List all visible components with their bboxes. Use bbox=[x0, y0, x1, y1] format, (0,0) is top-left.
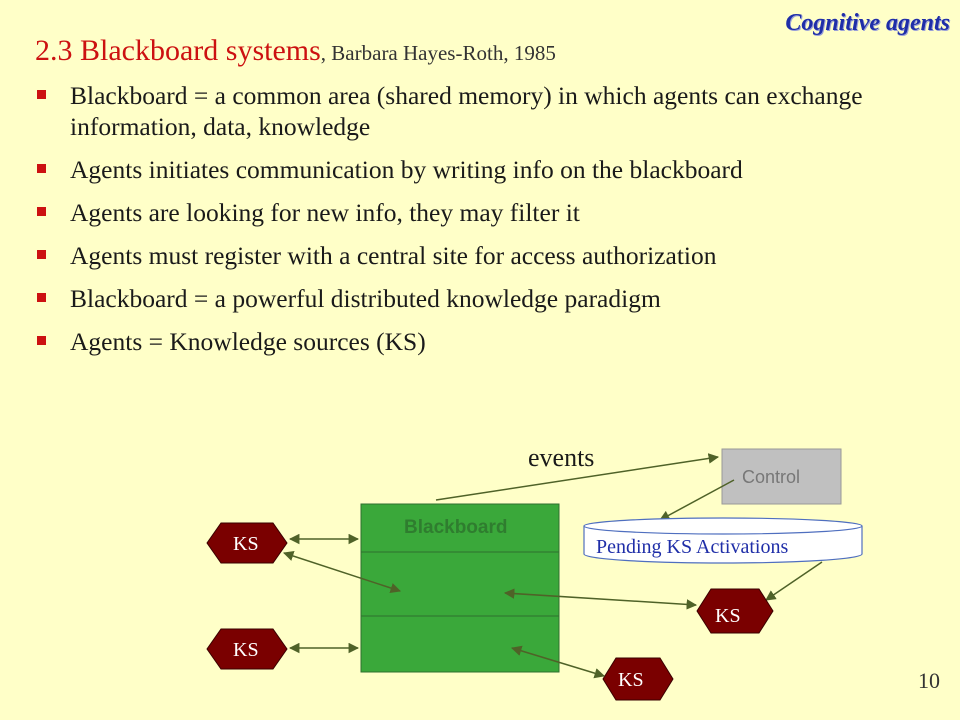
bullet-square-icon bbox=[37, 336, 46, 345]
pending-ks-activations: Pending KS Activations bbox=[583, 517, 863, 564]
title-subtitle: , Barbara Hayes-Roth, 1985 bbox=[320, 41, 556, 65]
ks-label: KS bbox=[233, 533, 259, 555]
bullet-item: Agents = Knowledge sources (KS) bbox=[34, 326, 914, 357]
bullet-item: Agents are looking for new info, they ma… bbox=[34, 197, 914, 228]
ks-blackboard-arrow bbox=[283, 550, 401, 594]
ks-node: KS bbox=[602, 657, 674, 701]
bullet-text: Agents are looking for new info, they ma… bbox=[70, 198, 580, 227]
page-number: 10 bbox=[918, 668, 940, 693]
bullet-text: Agents = Knowledge sources (KS) bbox=[70, 327, 426, 356]
bullet-square-icon bbox=[37, 207, 46, 216]
bullet-text: Agents initiates communication by writin… bbox=[70, 155, 743, 184]
slide-title: 2.3 Blackboard systems, Barbara Hayes-Ro… bbox=[35, 34, 556, 68]
ks-blackboard-arrow bbox=[510, 645, 606, 679]
ks-blackboard-arrow bbox=[503, 588, 698, 610]
ks-label: KS bbox=[233, 639, 259, 661]
bullet-item: Agents initiates communication by writin… bbox=[34, 154, 914, 185]
bullet-text: Agents must register with a central site… bbox=[70, 241, 717, 270]
ks-node: KS bbox=[696, 588, 774, 634]
events-arrow bbox=[435, 453, 720, 501]
ks-label: KS bbox=[715, 605, 741, 627]
control-box bbox=[721, 448, 842, 505]
bullet-square-icon bbox=[37, 250, 46, 259]
bullet-item: Agents must register with a central site… bbox=[34, 240, 914, 271]
header-tag: Cognitive agents bbox=[785, 10, 950, 36]
events-label: events bbox=[528, 443, 594, 472]
bullet-item: Blackboard = a powerful distributed know… bbox=[34, 283, 914, 314]
ks-label: KS bbox=[618, 669, 644, 691]
title-main: 2.3 Blackboard systems bbox=[35, 34, 321, 67]
bullet-square-icon bbox=[37, 90, 46, 99]
pending-label: Pending KS Activations bbox=[596, 536, 788, 558]
ks-node: KS bbox=[206, 522, 288, 564]
blackboard-label: Blackboard bbox=[404, 517, 507, 538]
bullet-square-icon bbox=[37, 164, 46, 173]
control-to-pending-arrow bbox=[659, 479, 735, 521]
control-label: Control bbox=[742, 467, 800, 487]
pending-to-ks-arrow bbox=[765, 561, 823, 601]
bullet-item: Blackboard = a common area (shared memor… bbox=[34, 80, 914, 142]
bullet-text: Blackboard = a common area (shared memor… bbox=[70, 81, 863, 141]
bullet-text: Blackboard = a powerful distributed know… bbox=[70, 284, 661, 313]
bullet-list: Blackboard = a common area (shared memor… bbox=[34, 80, 914, 369]
ks-node: KS bbox=[206, 628, 288, 670]
bullet-square-icon bbox=[37, 293, 46, 302]
